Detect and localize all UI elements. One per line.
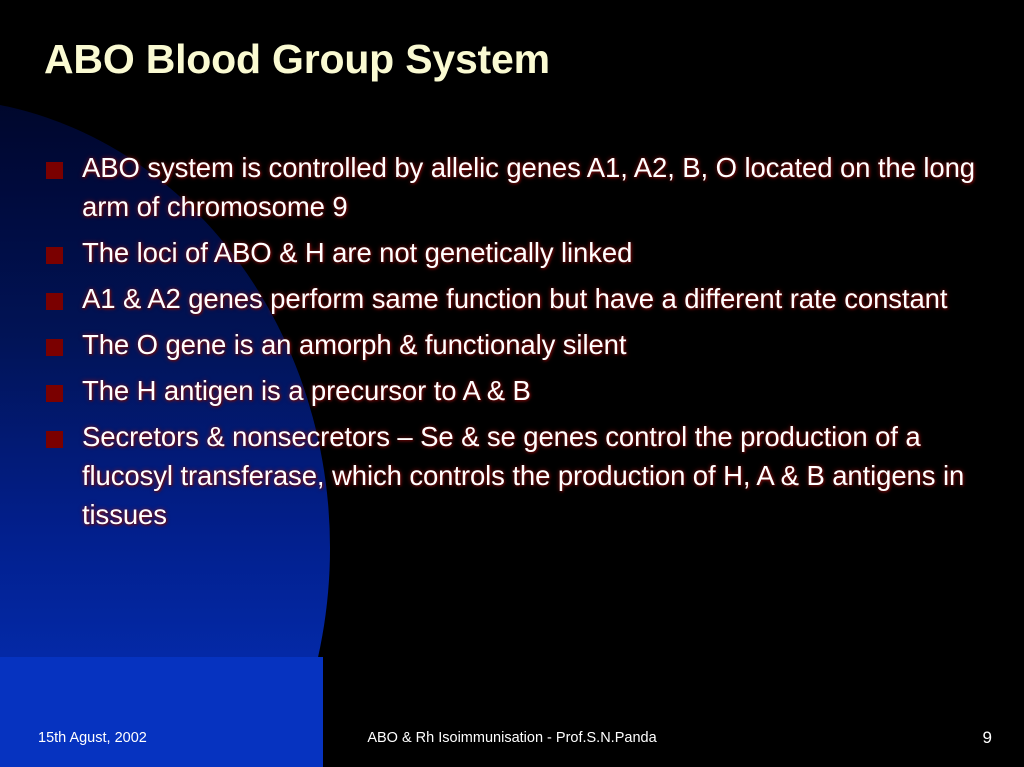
footer-presentation-title: ABO & Rh Isoimmunisation - Prof.S.N.Pand… — [367, 730, 657, 746]
list-item: The H antigen is a precursor to A & B — [44, 371, 1004, 410]
list-item: The O gene is an amorph & functionaly si… — [44, 325, 1004, 364]
list-item: ABO system is controlled by allelic gene… — [44, 148, 1004, 226]
slide-title: ABO Blood Group System — [44, 36, 550, 82]
square-bullet-icon — [46, 431, 63, 448]
list-item: Secretors & nonsecretors – Se & se genes… — [44, 417, 1004, 534]
list-item-text: The O gene is an amorph & functionaly si… — [82, 329, 627, 360]
square-bullet-icon — [46, 385, 63, 402]
square-bullet-icon — [46, 247, 63, 264]
list-item-text: The H antigen is a precursor to A & B — [82, 375, 531, 406]
list-item-text: ABO system is controlled by allelic gene… — [82, 152, 975, 222]
bullet-list: ABO system is controlled by allelic gene… — [44, 148, 1004, 541]
square-bullet-icon — [46, 162, 63, 179]
square-bullet-icon — [46, 293, 63, 310]
list-item: The loci of ABO & H are not genetically … — [44, 233, 1004, 272]
slide-footer: 15th Agust, 2002 ABO & Rh Isoimmunisatio… — [0, 721, 1024, 767]
list-item-text: A1 & A2 genes perform same function but … — [82, 283, 948, 314]
square-bullet-icon — [46, 339, 63, 356]
list-item-text: The loci of ABO & H are not genetically … — [82, 237, 633, 268]
list-item-text: Secretors & nonsecretors – Se & se genes… — [82, 421, 965, 530]
list-item: A1 & A2 genes perform same function but … — [44, 279, 1004, 318]
footer-page-number: 9 — [982, 728, 992, 747]
